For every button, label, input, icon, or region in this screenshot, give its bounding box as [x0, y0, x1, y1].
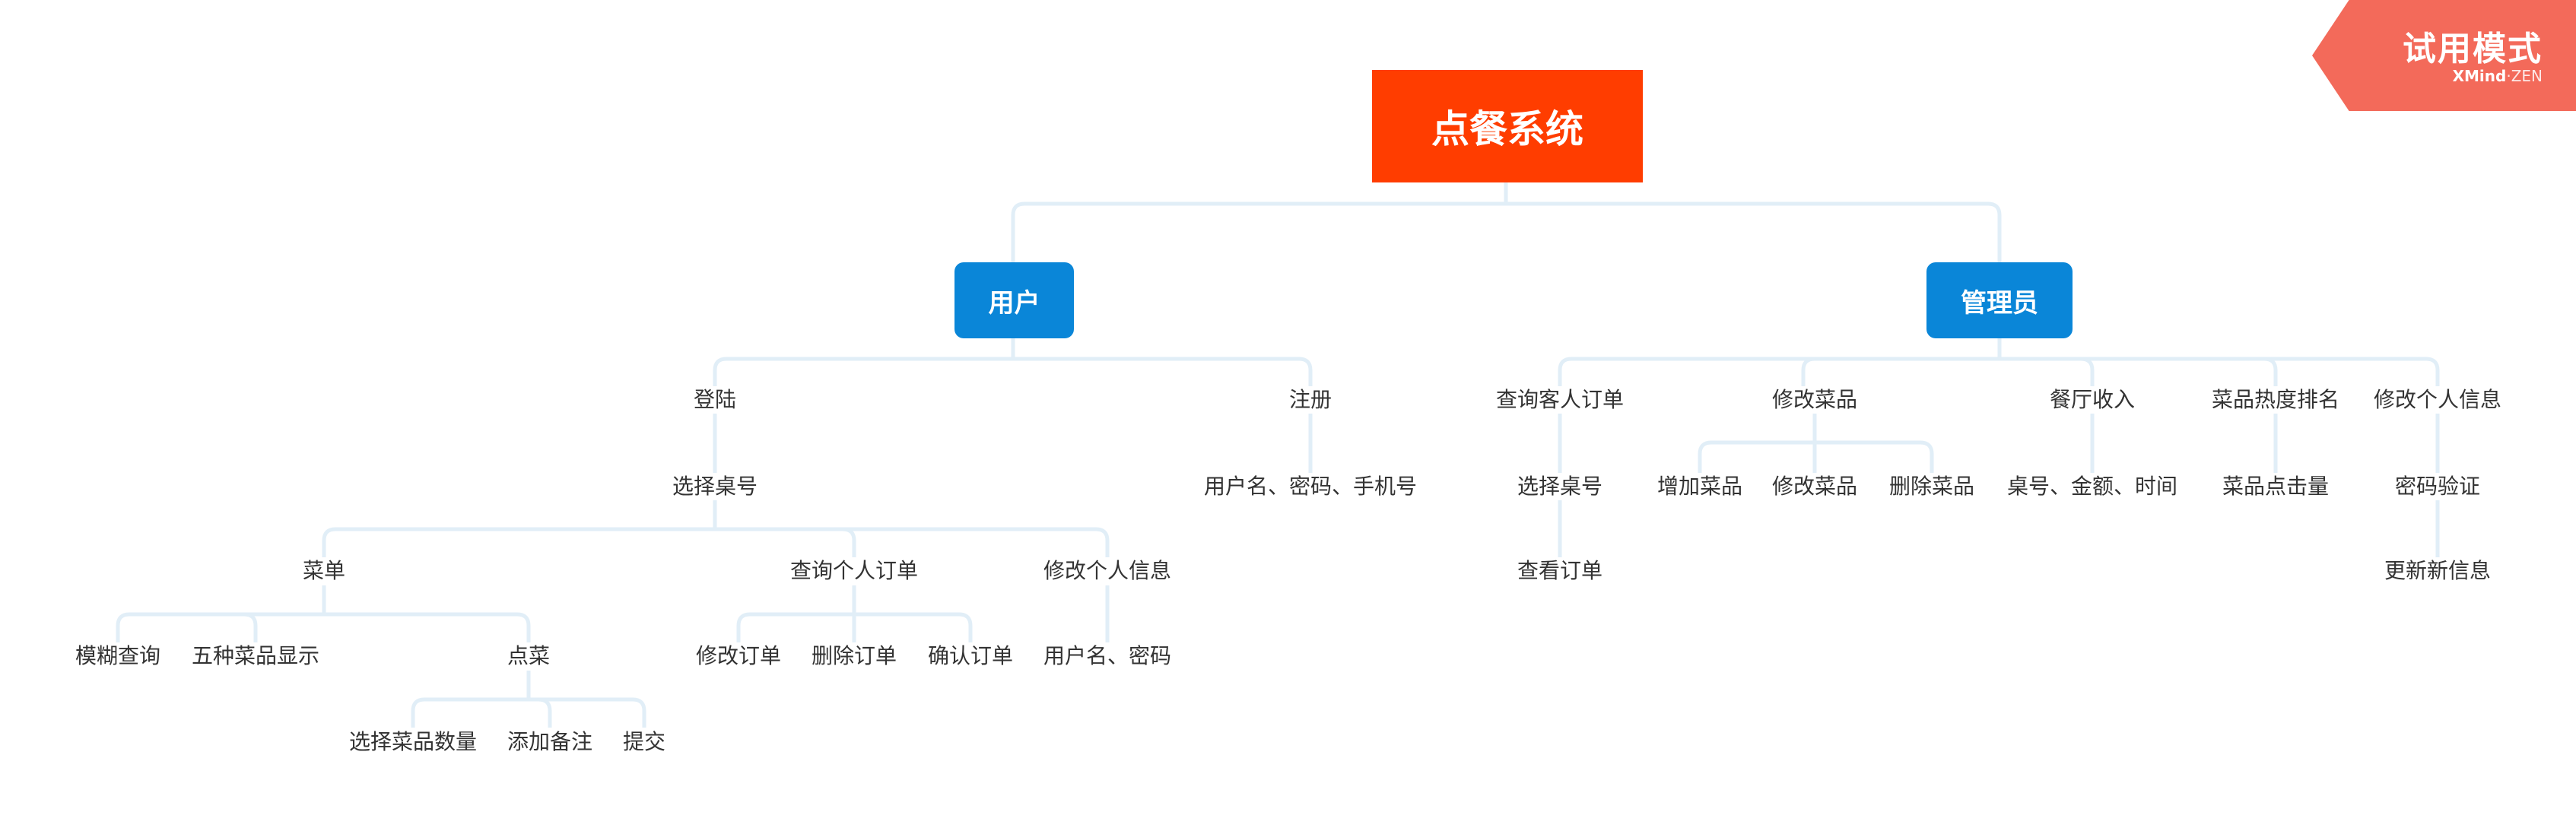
- topic-user-edit-info[interactable]: 修改个人信息: [1038, 557, 1177, 585]
- topic-view-orders[interactable]: 查看订单: [1512, 557, 1608, 585]
- topic-dish-quantity[interactable]: 选择菜品数量: [344, 728, 482, 756]
- topic-modify-order[interactable]: 修改订单: [691, 642, 786, 670]
- topic-add-remark[interactable]: 添加备注: [502, 728, 598, 756]
- topic-edit-dishes[interactable]: 修改菜品: [1767, 386, 1863, 414]
- root-topic[interactable]: 点餐系统: [1372, 70, 1643, 182]
- trial-mode-label: 试用模式: [2403, 30, 2543, 68]
- topic-revenue[interactable]: 餐厅收入: [2044, 386, 2140, 414]
- topic-update-info[interactable]: 更新新信息: [2379, 557, 2496, 585]
- topic-delete-dish[interactable]: 删除菜品: [1884, 473, 1980, 500]
- topic-dish-ranking[interactable]: 菜品热度排名: [2206, 386, 2345, 414]
- topic-user-info-fields[interactable]: 用户名、密码: [1038, 642, 1177, 670]
- topic-menu[interactable]: 菜单: [297, 557, 351, 585]
- topic-admin-select-table[interactable]: 选择桌号: [1512, 473, 1608, 500]
- topic-modify-dish[interactable]: 修改菜品: [1767, 473, 1863, 500]
- topic-add-dish[interactable]: 增加菜品: [1652, 473, 1748, 500]
- topic-confirm-order[interactable]: 确认订单: [923, 642, 1018, 670]
- topic-revenue-fields[interactable]: 桌号、金额、时间: [2002, 473, 2183, 500]
- topic-admin-edit-info[interactable]: 修改个人信息: [2368, 386, 2507, 414]
- topic-dish-clicks[interactable]: 菜品点击量: [2217, 473, 2334, 500]
- trial-mode-badge[interactable]: 试用模式 XMind·ZEN: [2312, 0, 2576, 111]
- topic-my-orders[interactable]: 查询个人订单: [785, 557, 923, 585]
- xmind-zen-logo: XMind·ZEN: [2452, 67, 2543, 85]
- topic-register[interactable]: 注册: [1284, 386, 1337, 414]
- main-topic-user[interactable]: 用户: [954, 262, 1074, 338]
- topic-register-fields[interactable]: 用户名、密码、手机号: [1199, 473, 1422, 500]
- topic-submit[interactable]: 提交: [618, 728, 671, 756]
- topic-order-dish[interactable]: 点菜: [502, 642, 555, 670]
- topic-fuzzy-search[interactable]: 模糊查询: [70, 642, 166, 670]
- main-topic-admin[interactable]: 管理员: [1926, 262, 2073, 338]
- topic-select-table[interactable]: 选择桌号: [667, 473, 763, 500]
- topic-delete-order[interactable]: 删除订单: [806, 642, 902, 670]
- topic-password-verify[interactable]: 密码验证: [2390, 473, 2485, 500]
- topic-login[interactable]: 登陆: [688, 386, 742, 414]
- topic-customer-orders[interactable]: 查询客人订单: [1491, 386, 1629, 414]
- topic-five-dishes[interactable]: 五种菜品显示: [186, 642, 325, 670]
